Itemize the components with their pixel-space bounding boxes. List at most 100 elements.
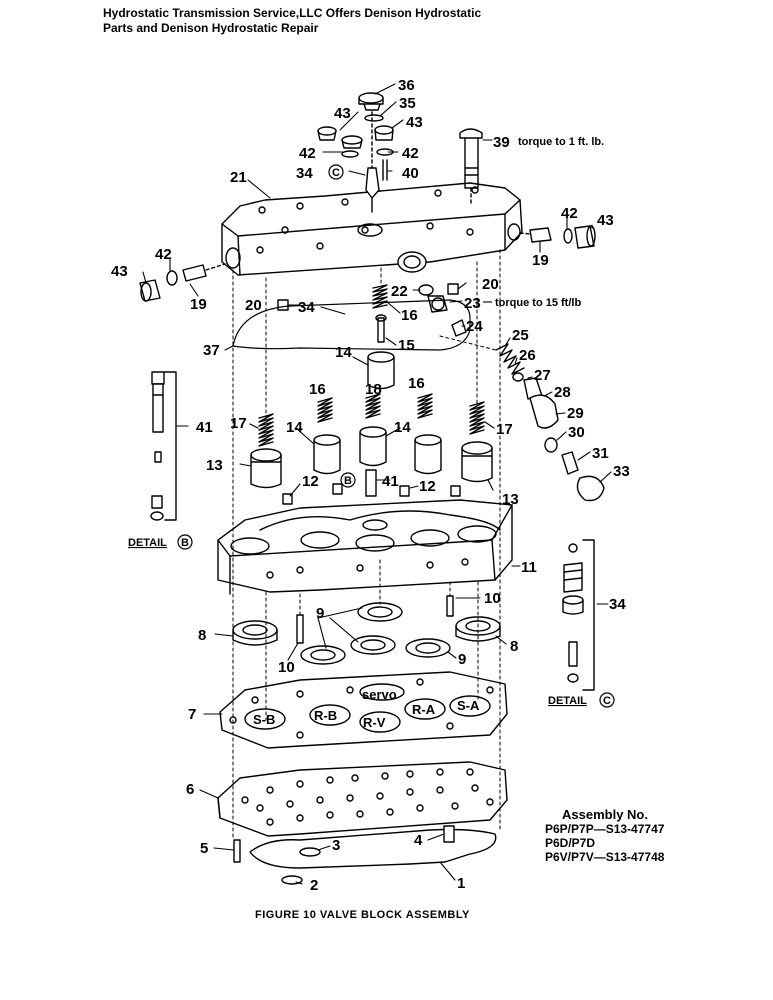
callout-7: 7 (188, 706, 196, 723)
detail-c-letter: C (603, 695, 611, 707)
callout-41: 41 (196, 419, 213, 436)
callout-33: 33 (613, 463, 630, 480)
alignment-lines (232, 249, 501, 841)
callout-34-top: 34 (296, 165, 313, 182)
callout-36: 36 (398, 77, 415, 94)
callout-41-b: 41 (382, 473, 399, 490)
callout-8-b: 8 (510, 638, 518, 655)
header-line-1: Hydrostatic Transmission Service,LLC Off… (103, 6, 482, 20)
callout-37: 37 (203, 342, 220, 359)
left-side-plug (139, 263, 226, 302)
callout-9-a: 9 (316, 605, 324, 622)
callout-17-a: 17 (230, 415, 247, 432)
callout-31: 31 (592, 445, 609, 462)
callout-23: 23 (464, 295, 481, 312)
port-rb: R-B (314, 708, 337, 723)
port-ra: R-A (412, 702, 436, 717)
callout-43-a: 43 (334, 105, 351, 122)
top-plugs (317, 92, 394, 213)
bottom-parts (233, 825, 497, 885)
callout-16-c: 16 (408, 375, 425, 392)
gasket-7 (219, 671, 508, 749)
assembly-title: Assembly No. (562, 807, 648, 822)
callout-43-d: 43 (111, 263, 128, 280)
callout-25: 25 (512, 327, 529, 344)
callout-20-b: 20 (482, 276, 499, 293)
callout-5: 5 (200, 840, 208, 857)
callout-14-b: 14 (286, 419, 303, 436)
plate-6 (217, 761, 508, 837)
callout-15: 15 (398, 337, 415, 354)
right-side-plug (519, 225, 596, 249)
letter-c-34: C (332, 167, 340, 179)
callout-35: 35 (399, 95, 416, 112)
port-sa: S-A (457, 698, 480, 713)
assembly-row-3: P6V/P7V—S13-47748 (545, 850, 665, 864)
port-sb: S-B (253, 712, 275, 727)
detail-c-label: DETAIL (548, 695, 587, 707)
circle-c-34 (328, 164, 344, 180)
callout-10-b: 10 (278, 659, 295, 676)
callout-numbers: 36 35 43 43 42 42 34 40 3 9 2 1 42 43 19 4… (111, 77, 630, 894)
callout-12-a: 12 (302, 473, 319, 490)
callout-42-a: 42 (299, 145, 316, 162)
callout-18: 18 (365, 381, 382, 398)
detail-c-assembly (562, 539, 595, 691)
callout-22: 22 (391, 283, 408, 300)
callout-24: 24 (466, 318, 483, 335)
assembly-number-block: Assembly No. P6P/P7P—S13-47747 P6D/P7D P… (545, 807, 665, 865)
callout-8-a: 8 (198, 627, 206, 644)
callout-26: 26 (519, 347, 536, 364)
callout-1: 1 (457, 875, 465, 892)
header-line-2: Parts and Denison Hydrostatic Repair (103, 21, 319, 35)
detail-b-label: DETAIL (128, 537, 167, 549)
callout-6: 6 (186, 781, 194, 798)
callout-42-c: 42 (561, 205, 578, 222)
callout-2: 2 (310, 877, 318, 894)
assembly-row-2: P6D/P7D (545, 836, 596, 850)
callout-42-d: 42 (155, 246, 172, 263)
callout-42-b: 42 (402, 145, 419, 162)
relief-valve-chain (495, 343, 605, 502)
detail-b-assembly (150, 371, 177, 521)
valve-body (217, 499, 513, 595)
top-spring-valve (372, 284, 388, 343)
callout-43-b: 43 (406, 114, 423, 131)
valve-block-cover (221, 182, 523, 276)
port-servo: servo (362, 687, 397, 702)
callout-16-b: 16 (309, 381, 326, 398)
circle-detail-c (599, 692, 615, 708)
port-rv: R-V (363, 715, 386, 730)
torque-note-39: torque to 1 ft. lb. (518, 136, 604, 148)
springs (258, 393, 485, 447)
callout-14-c: 14 (394, 419, 411, 436)
callout-34-mid: 34 (298, 299, 315, 316)
callout-19-b: 19 (190, 296, 207, 313)
figure-caption: FIGURE 10 VALVE BLOCK ASSEMBLY (255, 909, 470, 921)
callout-27: 27 (534, 367, 551, 384)
circled-letters (177, 164, 615, 708)
callout-29: 29 (567, 405, 584, 422)
page-header: Hydrostatic Transmission Service,LLC Off… (103, 6, 481, 36)
oring-37 (232, 299, 471, 351)
pistons-and-spools (250, 426, 493, 497)
torque-note-23: torque to 15 ft/lb (495, 297, 581, 309)
detail-b-letter: B (181, 537, 189, 549)
callout-28: 28 (554, 384, 571, 401)
letter-b-41: B (344, 475, 352, 487)
callout-43-c: 43 (597, 212, 614, 229)
leader-lines (142, 83, 612, 885)
callout-19-a: 19 (532, 252, 549, 269)
callout-3: 3 (332, 837, 340, 854)
callout-40: 40 (402, 165, 419, 182)
callout-13-a: 13 (206, 457, 223, 474)
callout-14-a: 14 (335, 344, 352, 361)
callout-20-a: 20 (245, 297, 262, 314)
circle-b-41 (340, 472, 356, 488)
screws-12 (282, 483, 461, 505)
circle-detail-b (177, 534, 193, 550)
callout-4: 4 (414, 832, 423, 849)
callout-34-detail: 34 (609, 596, 626, 613)
callout-9-b: 9 (458, 651, 466, 668)
